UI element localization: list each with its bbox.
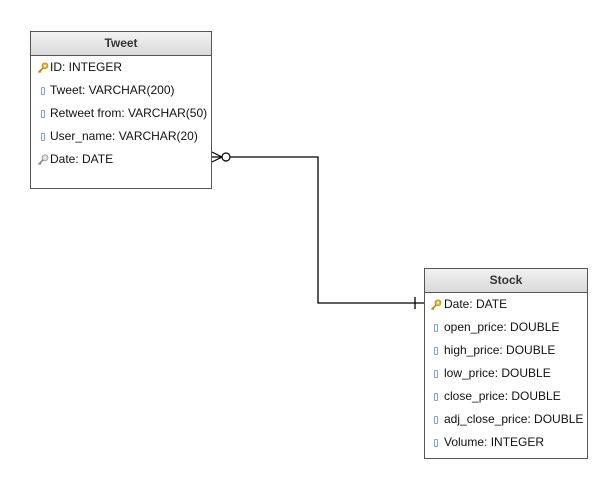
tweet-field-user-name-label: User_name: VARCHAR(20): [50, 129, 198, 143]
column-icon: [430, 339, 442, 362]
column-icon: [37, 102, 49, 125]
stock-field-volume[interactable]: Volume: INTEGER: [425, 431, 587, 454]
stock-field-close-price-label: close_price: DOUBLE: [444, 389, 561, 403]
stock-field-close-price[interactable]: close_price: DOUBLE: [425, 385, 587, 408]
tweet-field-id-label: ID: INTEGER: [50, 60, 123, 74]
column-icon: [430, 408, 442, 431]
stock-field-high-price[interactable]: high_price: DOUBLE: [425, 339, 587, 362]
relationship-line: [212, 156, 424, 304]
foreign-key-icon: [37, 148, 49, 171]
stock-field-low-price[interactable]: low_price: DOUBLE: [425, 362, 587, 385]
tweet-field-tweet-label: Tweet: VARCHAR(200): [50, 83, 175, 97]
tweet-field-tweet[interactable]: Tweet: VARCHAR(200): [31, 79, 211, 102]
tweet-field-date-label: Date: DATE: [50, 152, 114, 166]
stock-field-date[interactable]: Date: DATE: [425, 293, 587, 316]
column-icon: [430, 385, 442, 408]
primary-key-icon: [37, 56, 49, 79]
stock-field-adj-close-price-label: adj_close_price: DOUBLE: [444, 412, 584, 426]
stock-field-high-price-label: high_price: DOUBLE: [444, 343, 556, 357]
tweet-field-retweet-from[interactable]: Retweet from: VARCHAR(50): [31, 102, 211, 125]
stock-entity-title[interactable]: Stock: [425, 269, 587, 293]
column-icon: [430, 362, 442, 385]
stock-field-open-price-label: open_price: DOUBLE: [444, 320, 560, 334]
tweet-field-user-name[interactable]: User_name: VARCHAR(20): [31, 125, 211, 148]
column-icon: [37, 125, 49, 148]
tweet-entity[interactable]: Tweet ID: INTEGER Tweet: VARCHAR(200) Re…: [30, 31, 212, 189]
tweet-field-date[interactable]: Date: DATE: [31, 148, 211, 171]
column-icon: [430, 316, 442, 339]
crows-foot-zero-or-many-icon: [211, 151, 231, 163]
stock-field-volume-label: Volume: INTEGER: [444, 435, 545, 449]
stock-field-open-price[interactable]: open_price: DOUBLE: [425, 316, 587, 339]
stock-field-date-label: Date: DATE: [444, 297, 508, 311]
column-icon: [430, 431, 442, 454]
primary-key-icon: [430, 293, 442, 316]
stock-field-low-price-label: low_price: DOUBLE: [444, 366, 551, 380]
tweet-field-id[interactable]: ID: INTEGER: [31, 56, 211, 79]
stock-entity[interactable]: Stock Date: DATE open_price: DOUBLE high…: [424, 268, 588, 459]
column-icon: [37, 79, 49, 102]
tweet-field-retweet-from-label: Retweet from: VARCHAR(50): [50, 106, 208, 120]
stock-field-adj-close-price[interactable]: adj_close_price: DOUBLE: [425, 408, 587, 431]
tweet-entity-title[interactable]: Tweet: [31, 32, 211, 56]
